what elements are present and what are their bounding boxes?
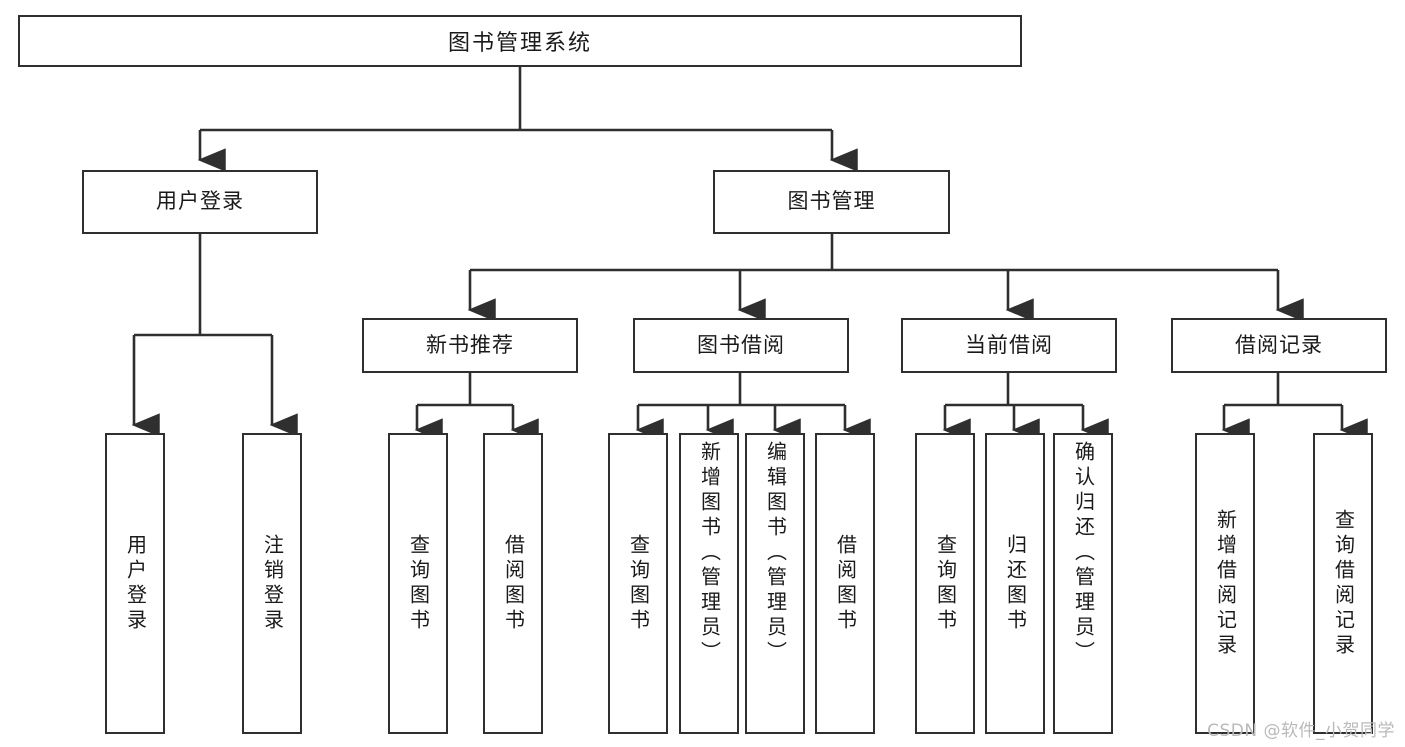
leaf-book-borrow-lend-label: 借阅图书 xyxy=(833,533,858,634)
leaf-user-login-signout-label: 注销登录 xyxy=(260,533,285,634)
node-borrow-record-label: 借阅记录 xyxy=(1235,332,1323,357)
leaf-new-book-query[interactable]: 查询图书 xyxy=(388,433,448,734)
leaf-borrow-record-query-label: 查询借阅记录 xyxy=(1331,508,1356,659)
leaf-book-borrow-edit-label: 编辑图书（管理员） xyxy=(763,441,788,666)
leaf-current-borrow-confirm-label: 确认归还（管理员） xyxy=(1071,441,1096,666)
node-book-borrow[interactable]: 图书借阅 xyxy=(633,318,849,373)
leaf-new-book-query-label: 查询图书 xyxy=(406,533,431,634)
leaf-book-borrow-edit[interactable]: 编辑图书（管理员） xyxy=(745,433,805,734)
node-current-borrow-label: 当前借阅 xyxy=(965,332,1053,357)
leaf-book-borrow-lend[interactable]: 借阅图书 xyxy=(815,433,875,734)
node-borrow-record[interactable]: 借阅记录 xyxy=(1171,318,1387,373)
leaf-new-book-borrow-label: 借阅图书 xyxy=(501,533,526,634)
node-new-book-recommend[interactable]: 新书推荐 xyxy=(362,318,578,373)
node-user-login-label: 用户登录 xyxy=(156,189,244,214)
leaf-current-borrow-confirm[interactable]: 确认归还（管理员） xyxy=(1053,433,1113,734)
leaf-book-borrow-add[interactable]: 新增图书（管理员） xyxy=(679,433,739,734)
node-current-borrow[interactable]: 当前借阅 xyxy=(901,318,1117,373)
node-new-book-recommend-label: 新书推荐 xyxy=(426,332,514,357)
leaf-book-borrow-add-label: 新增图书（管理员） xyxy=(697,441,722,666)
leaf-current-borrow-return-label: 归还图书 xyxy=(1003,533,1028,634)
leaf-borrow-record-add[interactable]: 新增借阅记录 xyxy=(1195,433,1255,734)
leaf-current-borrow-query[interactable]: 查询图书 xyxy=(915,433,975,734)
leaf-borrow-record-add-label: 新增借阅记录 xyxy=(1213,508,1238,659)
node-book-management[interactable]: 图书管理 xyxy=(713,170,950,234)
node-book-management-label: 图书管理 xyxy=(787,189,876,214)
leaf-book-borrow-query-label: 查询图书 xyxy=(626,533,651,634)
node-user-login[interactable]: 用户登录 xyxy=(82,170,318,234)
leaf-user-login-signin[interactable]: 用户登录 xyxy=(105,433,165,734)
leaf-new-book-borrow[interactable]: 借阅图书 xyxy=(483,433,543,734)
leaf-user-login-signin-label: 用户登录 xyxy=(123,533,148,634)
watermark: CSDN @软件_小贺同学 xyxy=(1207,721,1395,741)
leaf-user-login-signout[interactable]: 注销登录 xyxy=(242,433,302,734)
leaf-current-borrow-return[interactable]: 归还图书 xyxy=(985,433,1045,734)
node-root-label: 图书管理系统 xyxy=(447,31,592,56)
node-root-system[interactable]: 图书管理系统 xyxy=(18,15,1022,67)
leaf-current-borrow-query-label: 查询图书 xyxy=(933,533,958,634)
leaf-book-borrow-query[interactable]: 查询图书 xyxy=(608,433,668,734)
leaf-borrow-record-query[interactable]: 查询借阅记录 xyxy=(1313,433,1373,734)
node-book-borrow-label: 图书借阅 xyxy=(697,332,785,357)
